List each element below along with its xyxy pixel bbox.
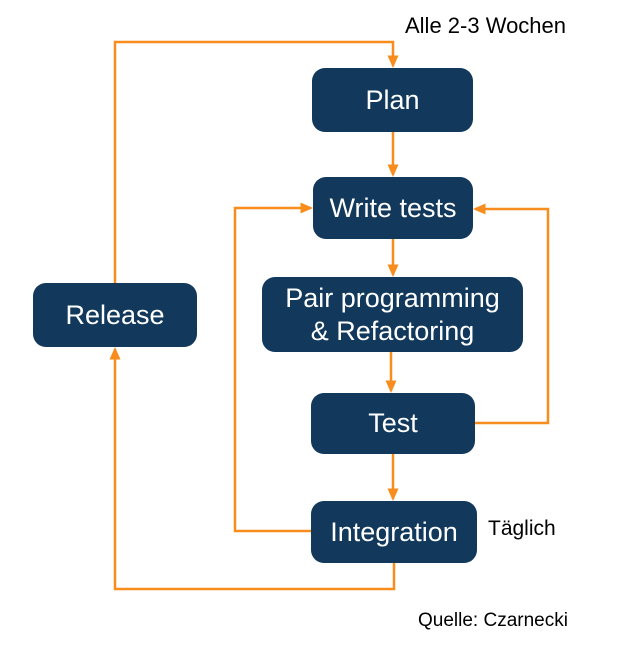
edge-release-to-plan	[113, 40, 399, 283]
write-tests-node: Write tests	[313, 177, 473, 239]
pair-programming-node-label-line1: Pair programming	[285, 282, 500, 313]
write-tests-node-label: Write tests	[329, 192, 457, 223]
integration-node-label: Integration	[330, 516, 458, 547]
source-annotation: Quelle: Czarnecki	[418, 610, 568, 631]
plan-node-label: Plan	[365, 84, 420, 115]
integration-node: Integration	[311, 501, 477, 563]
cycle-weeks-annotation: Alle 2-3 Wochen	[405, 13, 567, 38]
edge-integration-to-release	[109, 347, 396, 591]
edge-integration-to-write-tests	[233, 202, 313, 533]
plan-node: Plan	[312, 68, 473, 132]
test-node: Test	[311, 393, 475, 454]
release-node: Release	[33, 283, 197, 347]
release-node-label: Release	[65, 299, 165, 330]
edge-test-to-write-tests	[473, 203, 550, 425]
pair-programming-node: Pair programming & Refactoring	[262, 277, 523, 352]
pair-programming-node-label-line2: & Refactoring	[310, 315, 475, 346]
test-node-label: Test	[368, 408, 418, 439]
daily-annotation: Täglich	[488, 517, 556, 540]
